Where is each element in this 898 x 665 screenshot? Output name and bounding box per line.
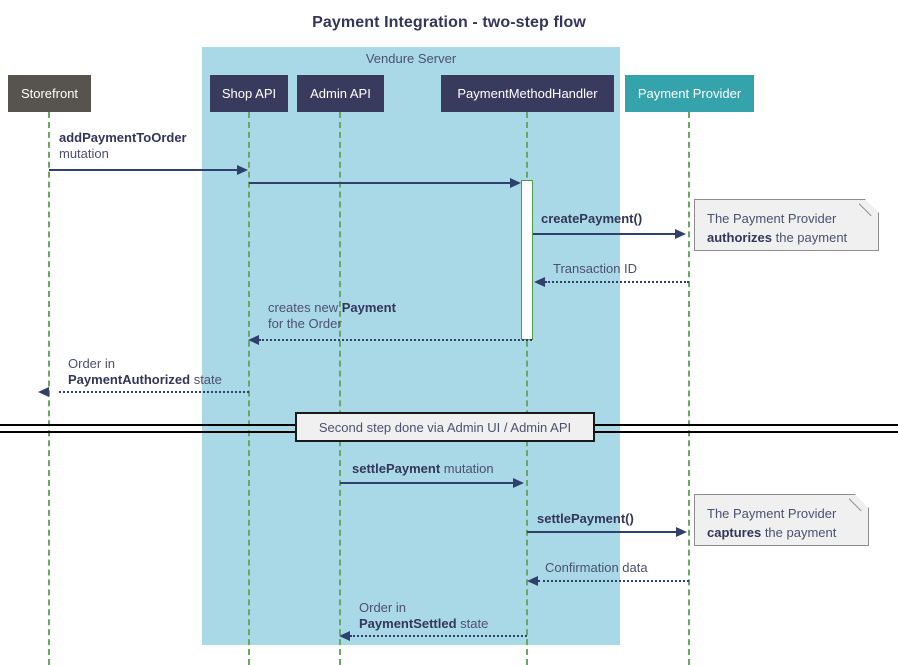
message-label-plain: mutation [59,146,109,161]
lifeline-payment-method-handler [526,112,528,665]
lifeline-shop-api [248,112,250,665]
message-line-order-payment-authorized [59,391,249,393]
message-label-creates-new-payment: creates new Payment for the Order [268,300,396,332]
message-label-transaction-id: Transaction ID [553,261,637,277]
message-label-settle-payment-call: settlePayment() [537,511,634,527]
arrow-head-settle-payment-call [676,527,687,537]
arrow-head-order-payment-authorized [38,387,49,397]
note-fold-edge [849,494,869,514]
message-label-add-payment-to-order: addPaymentToOrder mutation [59,130,187,162]
note-authorizes: The Payment Provider authorizes the paym… [694,199,879,251]
message-label-bold: createPayment() [541,211,643,226]
message-label-create-payment: createPayment() [541,211,642,227]
arrow-head-creates-new-payment [248,335,259,345]
note-line2-tail: the payment [772,230,848,245]
divider-label-box: Second step done via Admin UI / Admin AP… [295,412,595,442]
message-label-line2-plain: state [456,616,489,631]
note-fold-edge [859,199,879,219]
activation-bar-payment-method-handler [521,180,533,340]
lifeline-payment-provider [688,112,690,665]
message-label-line1-plain: Order in [68,356,115,371]
participant-shop-api[interactable]: Shop API [210,75,288,112]
participant-storefront[interactable]: Storefront [8,75,91,112]
arrow-head-shop-api-to-handler [510,178,521,188]
arrow-head-transaction-id [534,277,545,287]
message-line-shop-api-to-handler [249,182,511,184]
arrow-head-confirmation-data [527,576,538,586]
message-line-add-payment-to-order [49,169,238,171]
message-label-line2-plain: for the Order [268,316,342,331]
message-label-settle-payment-mutation: settlePayment mutation [352,461,494,477]
message-label-plain: mutation [440,461,494,476]
message-label-line1-plain: Order in [359,600,406,615]
message-label-bold: settlePayment() [537,511,634,526]
arrow-head-create-payment [675,229,686,239]
message-label-line2-bold: PaymentAuthorized [68,372,191,387]
participant-payment-provider[interactable]: Payment Provider [625,75,754,112]
message-label-bold: settlePayment [352,461,441,476]
lifeline-admin-api [339,112,341,665]
message-label-line1-bold: Payment [341,300,396,315]
lifeline-storefront [48,112,50,665]
participant-admin-api[interactable]: Admin API [297,75,384,112]
message-label-line1-plain: creates new [268,300,342,315]
message-label-confirmation-data: Confirmation data [545,560,648,576]
message-line-create-payment [533,233,676,235]
message-label-line2-plain: state [190,372,222,387]
message-line-order-payment-settled [350,635,527,637]
note-captures: The Payment Provider captures the paymen… [694,494,869,546]
message-line-settle-payment-call [527,531,677,533]
message-line-confirmation-data [538,580,689,582]
page-title: Payment Integration - two-step flow [312,14,586,31]
message-label-plain: Confirmation data [545,560,648,575]
arrow-head-add-payment-to-order [237,165,248,175]
note-line1: The Payment Provider [707,506,837,521]
group-label-vendure-server: Vendure Server [365,51,457,66]
message-label-order-payment-settled: Order in PaymentSettled state [359,600,488,632]
note-line1: The Payment Provider [707,211,837,226]
note-bold: authorizes [707,230,773,245]
message-line-settle-payment-mutation [340,482,514,484]
message-label-line2-bold: PaymentSettled [359,616,457,631]
message-line-transaction-id [545,281,689,283]
note-line2-tail: the payment [761,525,837,540]
participant-payment-method-handler[interactable]: PaymentMethodHandler [441,75,614,112]
message-label-plain: Transaction ID [553,261,638,276]
message-label-order-payment-authorized: Order in PaymentAuthorized state [68,356,222,388]
arrow-head-settle-payment-mutation [513,478,524,488]
message-label-bold: addPaymentToOrder [59,130,187,145]
message-line-creates-new-payment [259,339,532,341]
group-box-vendure-server [202,47,620,645]
arrow-head-order-payment-settled [339,631,350,641]
note-bold: captures [707,525,762,540]
